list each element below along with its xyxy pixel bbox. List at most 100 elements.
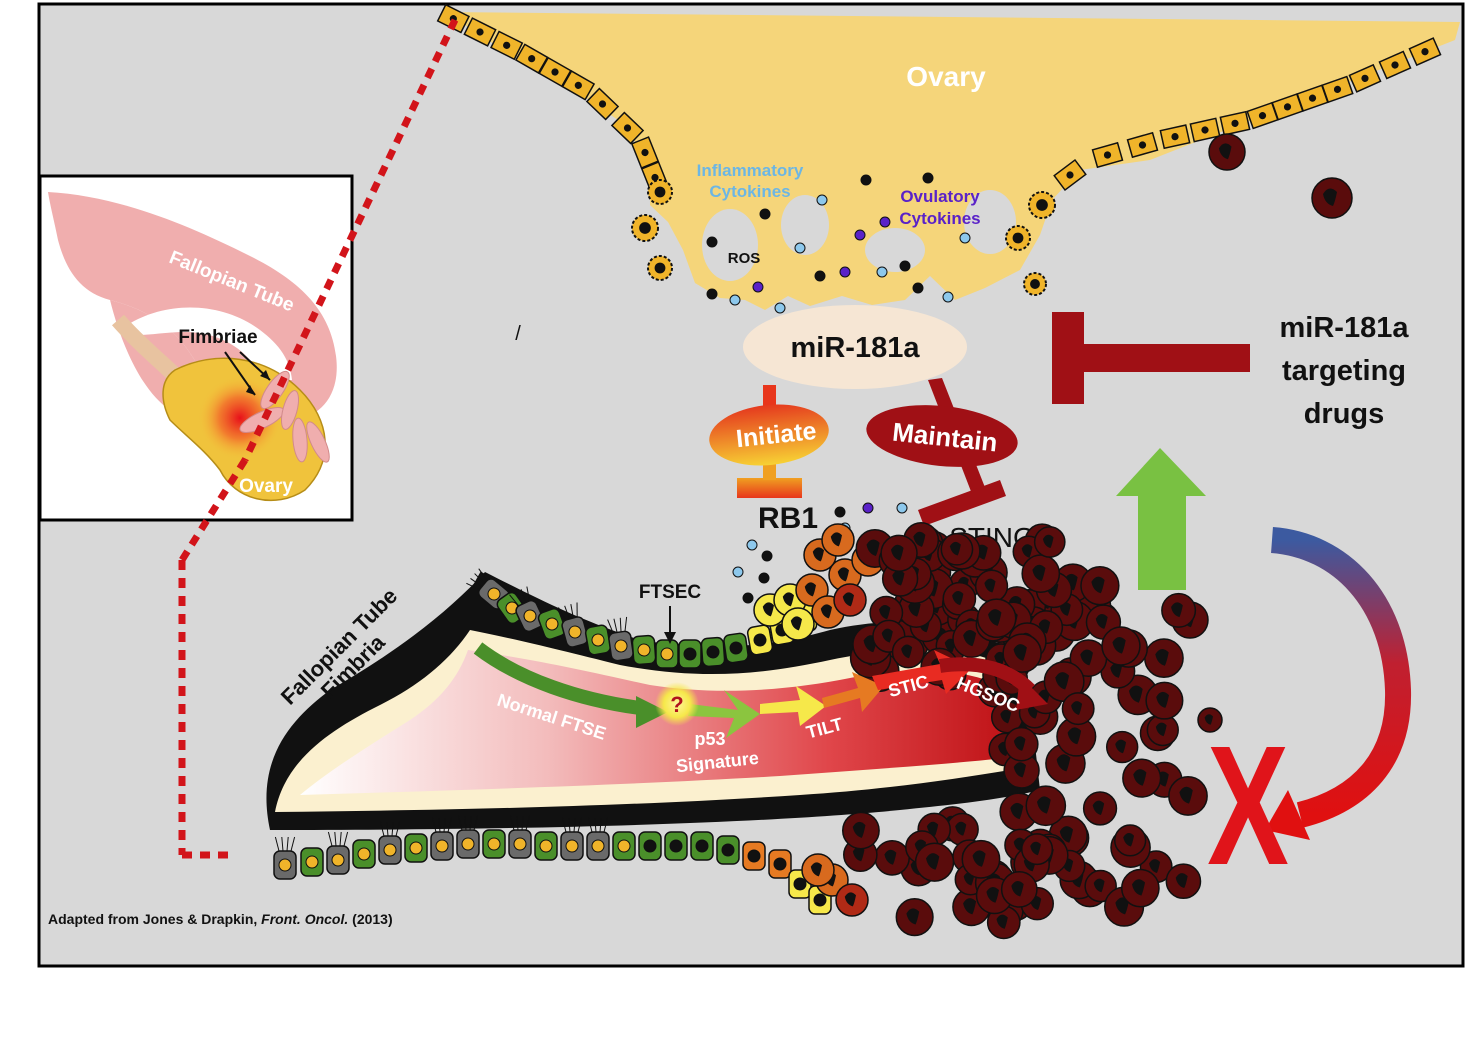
citation-prefix: Adapted from Jones & Drapkin, <box>48 911 261 927</box>
epithelial-cell <box>490 30 524 61</box>
tumor-cell <box>1000 870 1038 908</box>
ftsec-label: FTSEC <box>639 582 702 603</box>
epithelial-cell <box>1159 124 1191 150</box>
tumor-cell <box>1061 692 1095 726</box>
tube-cell <box>482 829 506 859</box>
tumor-cell <box>990 700 1024 734</box>
epithelial-cell <box>1296 84 1329 112</box>
mir-181a-label: miR-181a <box>791 332 921 364</box>
cytokine-dot <box>752 281 764 293</box>
tube-cell <box>509 586 545 633</box>
tumor-cell <box>1021 554 1061 593</box>
follicle <box>1005 225 1031 251</box>
epithelial-cell <box>1053 158 1087 192</box>
svg-text:Ovary: Ovary <box>906 61 986 92</box>
tube-cell <box>746 624 774 656</box>
tube-cell <box>638 831 662 861</box>
cytokine-dot <box>899 260 911 272</box>
tube-cell <box>612 831 636 861</box>
tumor-cell <box>821 523 855 557</box>
tube-cell <box>586 817 610 861</box>
cytokine-dot <box>860 174 872 186</box>
ovulatory-cytokines-label-1: Ovulatory <box>900 187 980 206</box>
tube-cell <box>584 624 612 656</box>
citation-year: (2013) <box>348 911 392 927</box>
tube-cell <box>537 608 567 640</box>
tube-cell <box>378 821 402 865</box>
tumor-cell <box>974 569 1009 603</box>
blocked-x-mark: X <box>1207 711 1289 900</box>
tumor-cell <box>1165 863 1202 900</box>
inflammatory-cytokines-label-2: Cytokines <box>709 182 790 201</box>
epithelial-cell <box>538 56 572 88</box>
tube-cell <box>558 602 589 648</box>
tube-cell <box>456 815 480 859</box>
tumor-cell <box>1208 133 1246 171</box>
epithelial-cell <box>1321 75 1354 104</box>
tumor-cell <box>940 532 974 566</box>
inflammatory-cytokines-label-1: Inflammatory <box>697 161 804 180</box>
tumor-cell <box>835 883 869 917</box>
follicle <box>1028 191 1056 219</box>
tube-cell <box>690 831 714 861</box>
tumor-cell <box>833 583 867 617</box>
cytokine-dot <box>794 242 806 254</box>
tube-cell <box>716 835 740 865</box>
inset-fimbriae-label: Fimbriae <box>178 327 257 348</box>
maintain-inhibition <box>866 378 1018 526</box>
cytokine-dot <box>742 592 754 604</box>
tumor-cell <box>1021 833 1054 866</box>
tube-cell <box>508 815 532 859</box>
epithelial-cell <box>1219 110 1251 136</box>
epithelial-cell <box>1378 50 1412 80</box>
cytokine-dots <box>706 172 971 604</box>
citation-journal: Front. Oncol. <box>261 911 348 927</box>
epithelial-cell <box>514 43 549 74</box>
cytokine-dot <box>839 266 851 278</box>
zoom-lines <box>178 18 459 859</box>
cytokine-dot <box>879 216 891 228</box>
cytokine-dot <box>862 502 874 514</box>
tumor-cell <box>1311 177 1353 219</box>
drug-inhibition-bar <box>1052 312 1250 404</box>
follicle <box>647 255 673 281</box>
cytokine-dot <box>922 172 934 184</box>
tumor-cell <box>891 635 925 669</box>
epithelial-cell <box>1408 37 1442 67</box>
initiate-inhibition <box>709 385 829 498</box>
epithelial-cell <box>1348 63 1382 93</box>
ovulatory-cytokines-label-2: Cytokines <box>899 209 980 228</box>
tumor-cell <box>1121 868 1160 908</box>
tube-cell <box>664 831 688 861</box>
floating-tumor-cells <box>1171 133 1353 733</box>
tumor-cell <box>781 607 815 641</box>
ovary-label: Ovary <box>906 61 986 92</box>
follicle <box>647 179 673 205</box>
inset-ovary-label: Ovary <box>239 476 293 497</box>
follicle <box>631 214 659 242</box>
cytokine-dot <box>912 282 924 294</box>
tube-cell <box>273 836 297 880</box>
tube-cell <box>404 833 428 863</box>
ros-label: ROS <box>728 250 761 267</box>
ovary-tissue <box>445 12 1460 310</box>
cytokine-dot <box>729 294 741 306</box>
epithelial-cell <box>463 17 497 47</box>
citation: Adapted from Jones & Drapkin, Front. Onc… <box>48 911 393 927</box>
epithelial-cell <box>561 70 596 101</box>
tube-cell <box>534 831 558 861</box>
cytokine-dot <box>706 288 718 300</box>
tumor-cell <box>1043 661 1085 703</box>
cytokine-dot <box>774 302 786 314</box>
drug-label-1: miR-181a <box>1280 312 1410 344</box>
tumor-cell <box>1082 791 1118 826</box>
tumor-cell <box>1144 638 1184 679</box>
tube-cell <box>678 639 702 669</box>
tube-epithelium <box>273 568 832 915</box>
tube-cell <box>326 831 350 875</box>
drug-label-2: targeting <box>1282 355 1406 387</box>
tube-cell <box>631 634 657 666</box>
green-up-arrow <box>1116 448 1206 590</box>
tumor-cell <box>801 853 835 887</box>
